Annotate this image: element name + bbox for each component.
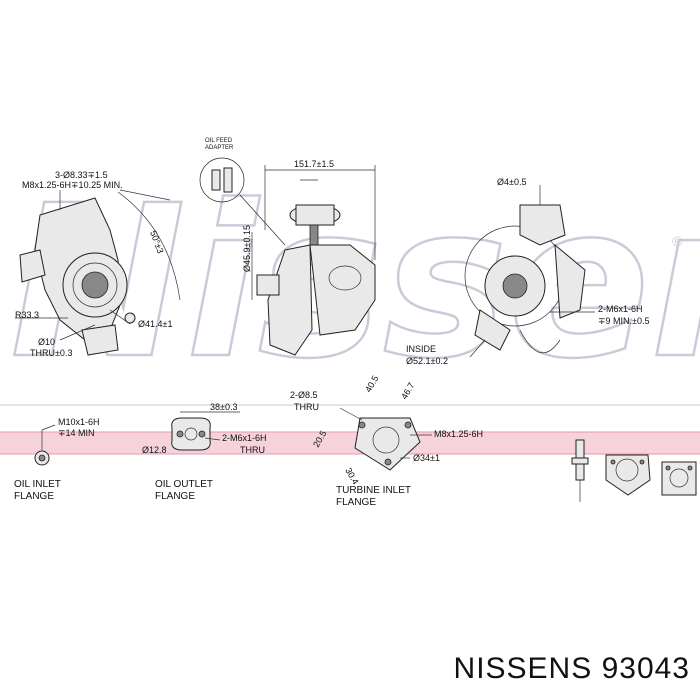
- turbo-left-view: [15, 189, 181, 356]
- caption-oil-outlet-1: OIL OUTLET: [155, 479, 213, 490]
- accessory-gasket-round: [605, 454, 651, 496]
- label-d459: Ø45.9±0.15: [242, 225, 252, 272]
- turbine-inlet-flange: [339, 407, 432, 471]
- caption-turbine-2: FLANGE: [336, 497, 376, 508]
- pink-band: [0, 432, 700, 454]
- label-d34: Ø34±1: [413, 453, 440, 463]
- label-w38: 38±0.3: [210, 402, 237, 412]
- oil-inlet-flange: [34, 424, 56, 466]
- label-d41: Ø41.4±1: [138, 319, 172, 329]
- registered-mark: ®: [672, 233, 683, 249]
- label-holes85: 2-Ø8.5: [290, 390, 318, 400]
- turbo-right-view: [464, 185, 595, 358]
- label-d4: Ø4±0.5: [497, 177, 526, 187]
- label-bolt-holes: 3-Ø8.33∓1.5: [55, 170, 108, 180]
- label-oil-feed: OIL FEED: [205, 138, 233, 144]
- caption-oil-inlet-2: FLANGE: [14, 491, 54, 502]
- accessory-gasket-square: [661, 461, 697, 496]
- caption-oil-inlet-1: OIL INLET: [14, 479, 61, 490]
- label-inside: INSIDE: [406, 344, 436, 354]
- label-thread-depth: M8x1.25-6H∓10.25 MIN.: [22, 180, 123, 190]
- label-d304: 30.4: [343, 466, 360, 486]
- oil-outlet-flange: [171, 411, 240, 451]
- label-d521: Ø52.1±0.2: [406, 356, 448, 366]
- label-m6-top: 2-M6x1-6H: [598, 304, 643, 314]
- label-m6-outlet: 2-M6x1-6H: [222, 433, 267, 443]
- label-min14: ∓14 MIN: [58, 428, 95, 438]
- label-d128: Ø12.8: [142, 445, 167, 455]
- accessory-bolt: [571, 439, 589, 502]
- caption-oil-outlet-2: FLANGE: [155, 491, 195, 502]
- label-thru: THRU±0.3: [30, 348, 72, 358]
- caption-turbine-1: TURBINE INLET: [336, 485, 411, 496]
- label-r33: R33.3: [15, 310, 39, 320]
- label-adapter: ADAPTER: [205, 145, 234, 151]
- label-m8: M8x1.25-6H: [434, 429, 483, 439]
- brand-label: NISSENS 93043: [454, 652, 690, 685]
- label-min9: ∓9 MIN.±0.5: [598, 316, 650, 326]
- oil-feed-adapter: [199, 157, 286, 246]
- label-thru3: THRU: [294, 402, 319, 412]
- label-d10: Ø10: [38, 337, 55, 347]
- label-thru2: THRU: [240, 445, 265, 455]
- label-m10: M10x1-6H: [58, 417, 100, 427]
- label-width-151: 151.7±1.5: [294, 159, 334, 169]
- turbo-center-view: [251, 165, 376, 356]
